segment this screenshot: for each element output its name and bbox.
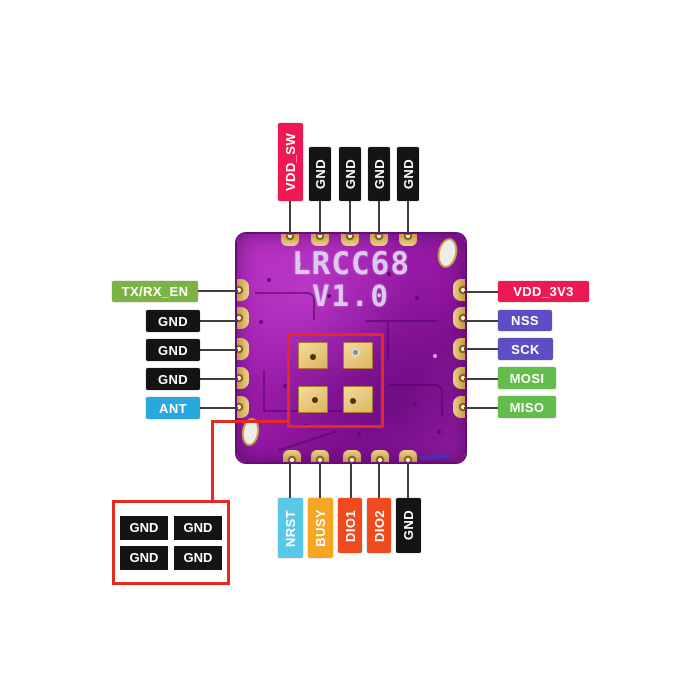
castellated-pad bbox=[311, 234, 329, 246]
pin-leader-line bbox=[199, 320, 238, 322]
via-dots bbox=[237, 234, 241, 238]
castellated-pad bbox=[453, 396, 465, 418]
pin-label-nss: NSS bbox=[498, 310, 552, 331]
pin-leader-line bbox=[464, 378, 498, 380]
center-pad bbox=[343, 386, 373, 413]
pin-label-gnd: GND bbox=[339, 147, 361, 201]
pin-label-nrst: NRST bbox=[278, 498, 303, 558]
pin-label-gnd: GND bbox=[396, 498, 421, 553]
pin-label-ant: ANT bbox=[146, 397, 200, 419]
castellated-pad bbox=[343, 450, 361, 462]
pin-label-dio2: DIO2 bbox=[367, 498, 391, 553]
castellated-pad bbox=[237, 396, 249, 418]
pin-leader-line bbox=[289, 201, 291, 235]
pin-label-vdd-3v3: VDD_3V3 bbox=[498, 281, 589, 302]
gnd-pad-label: GND bbox=[120, 545, 168, 570]
pin-leader-line bbox=[197, 290, 238, 292]
pin-label-gnd: GND bbox=[309, 147, 331, 201]
pin-label-sck: SCK bbox=[498, 338, 553, 360]
gnd-pad-label: GND bbox=[120, 515, 168, 540]
ink-mark bbox=[418, 453, 450, 461]
pin-leader-line bbox=[199, 407, 238, 409]
center-pads-highlight bbox=[287, 333, 384, 428]
castellated-pad bbox=[281, 234, 299, 246]
module-board: LRCC68 V1.0 bbox=[237, 234, 465, 462]
pin-leader-line bbox=[407, 462, 409, 498]
pin-label-tx-rx-en: TX/RX_EN bbox=[112, 281, 198, 302]
castellated-pad bbox=[237, 279, 249, 301]
pin-label-busy: BUSY bbox=[308, 498, 333, 558]
castellated-pad bbox=[237, 338, 249, 360]
pin-leader-line bbox=[349, 201, 351, 235]
castellated-pad bbox=[453, 367, 465, 389]
pin-label-mosi: MOSI bbox=[498, 367, 556, 389]
gnd-pad-label: GND bbox=[174, 545, 222, 570]
center-pad bbox=[298, 386, 328, 413]
pin-label-gnd: GND bbox=[146, 339, 200, 361]
castellated-pad bbox=[341, 234, 359, 246]
castellated-pad bbox=[453, 307, 465, 329]
castellated-pad bbox=[237, 367, 249, 389]
pin-label-gnd: GND bbox=[397, 147, 419, 201]
pin-leader-line bbox=[407, 201, 409, 235]
pin-label-gnd: GND bbox=[146, 368, 200, 390]
module-name: LRCC68 bbox=[292, 246, 410, 282]
pin-leader-line bbox=[464, 320, 498, 322]
castellated-pad bbox=[237, 307, 249, 329]
pin-label-vdd-sw: VDD_SW bbox=[278, 123, 303, 201]
pin-leader-line bbox=[319, 462, 321, 498]
pin-leader-line bbox=[319, 201, 321, 235]
castellated-pad bbox=[283, 450, 301, 462]
pin-leader-line bbox=[378, 201, 380, 235]
silkscreen-text: LRCC68 V1.0 bbox=[237, 248, 465, 311]
pin-leader-line bbox=[464, 291, 498, 293]
pin-label-gnd: GND bbox=[146, 310, 200, 332]
callout-connector-line bbox=[211, 420, 214, 502]
castellated-pad bbox=[371, 450, 389, 462]
module-version: V1.0 bbox=[312, 278, 390, 313]
callout-connector-line bbox=[211, 420, 290, 423]
pin-label-dio1: DIO1 bbox=[338, 498, 362, 553]
castellated-pad bbox=[399, 234, 417, 246]
castellated-pad bbox=[453, 338, 465, 360]
pin-leader-line bbox=[464, 407, 498, 409]
castellated-pad bbox=[370, 234, 388, 246]
gnd-pad-label: GND bbox=[174, 515, 222, 540]
center-pad bbox=[343, 342, 373, 369]
pin-leader-line bbox=[378, 462, 380, 498]
pin-label-gnd: GND bbox=[368, 147, 390, 201]
pin-label-miso: MISO bbox=[498, 396, 556, 418]
castellated-pad bbox=[399, 450, 417, 462]
castellated-pad bbox=[311, 450, 329, 462]
ground-pads-callout: GND GND GND GND bbox=[112, 500, 230, 585]
pin-leader-line bbox=[464, 348, 498, 350]
pin-leader-line bbox=[199, 378, 238, 380]
pin-leader-line bbox=[350, 462, 352, 498]
pin-leader-line bbox=[199, 349, 238, 351]
castellated-pad bbox=[453, 279, 465, 301]
pin-leader-line bbox=[289, 462, 291, 498]
center-pad bbox=[298, 342, 328, 369]
